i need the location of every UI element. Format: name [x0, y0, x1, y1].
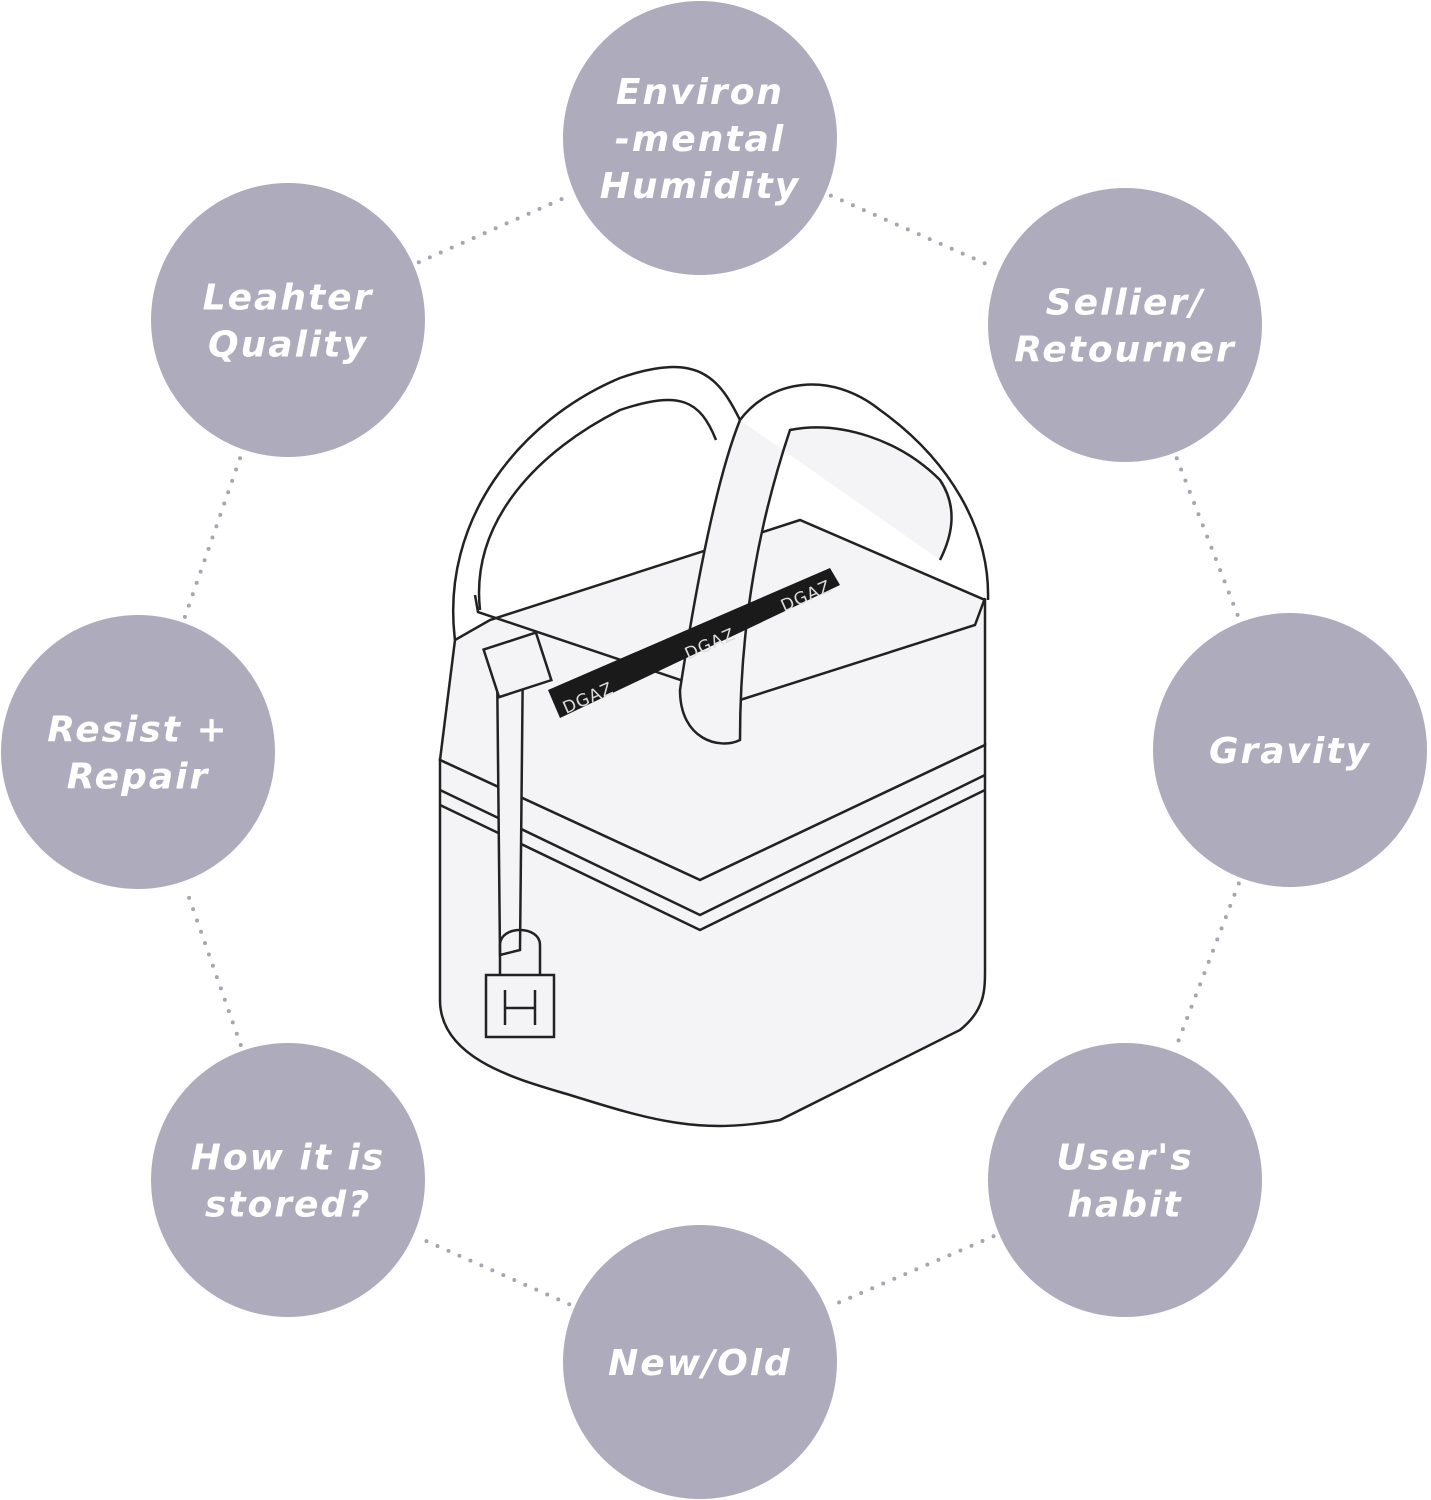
- factor-circle: [1153, 613, 1427, 887]
- factor-label: Leahter: [203, 278, 374, 319]
- factor-circle: [988, 188, 1262, 462]
- factor-label: Quality: [208, 325, 368, 366]
- factor-label: Sellier/: [1046, 283, 1206, 324]
- factor-how-stored: How it is stored?: [151, 1043, 425, 1317]
- dotted-connector: [416, 1235, 572, 1307]
- factor-gravity: Gravity: [1153, 613, 1427, 887]
- factor-users-habit: User's habit: [988, 1043, 1262, 1317]
- dotted-connector: [416, 193, 572, 265]
- factor-circle: [151, 1043, 425, 1317]
- factor-label: habit: [1067, 1185, 1182, 1226]
- lock-shackle: [498, 928, 542, 990]
- factor-circle: [563, 1225, 837, 1499]
- factor-new-old: New/Old: [563, 1225, 837, 1499]
- dotted-connector: [183, 884, 243, 1048]
- factor-sellier-retourner: Sellier/Retourner: [988, 188, 1262, 462]
- factor-circle: [563, 1, 837, 275]
- factor-circle: [988, 1043, 1262, 1317]
- factor-label: New/Old: [608, 1343, 792, 1384]
- factor-circle: [151, 183, 425, 457]
- factor-label: Humidity: [600, 166, 800, 207]
- factor-label: How it is: [191, 1138, 386, 1179]
- dotted-connector: [828, 193, 997, 270]
- factor-label: Environ: [616, 72, 784, 113]
- factor-label: Retourner: [1014, 330, 1236, 371]
- factor-label: -mental: [615, 119, 785, 160]
- bag-illustration: DGAZ DGAZ DGAZ: [438, 365, 990, 1128]
- dotted-connector: [1174, 881, 1241, 1049]
- dotted-connector: [829, 1234, 996, 1308]
- factor-label: Gravity: [1209, 731, 1371, 772]
- dotted-connector: [182, 453, 244, 619]
- dotted-connectors: [182, 193, 1241, 1308]
- dotted-connector: [1174, 456, 1241, 619]
- factor-resist-repair: Resist + Repair: [1, 615, 275, 889]
- factor-label: Resist +: [47, 710, 228, 751]
- strap-buckle: [482, 630, 553, 699]
- factor-circle: [1, 615, 275, 889]
- factor-label: User's: [1056, 1138, 1193, 1179]
- factor-label: Repair: [67, 757, 210, 798]
- brand-band: [548, 568, 840, 718]
- padlock-icon: [484, 973, 556, 1039]
- factor-label: stored?: [205, 1185, 371, 1226]
